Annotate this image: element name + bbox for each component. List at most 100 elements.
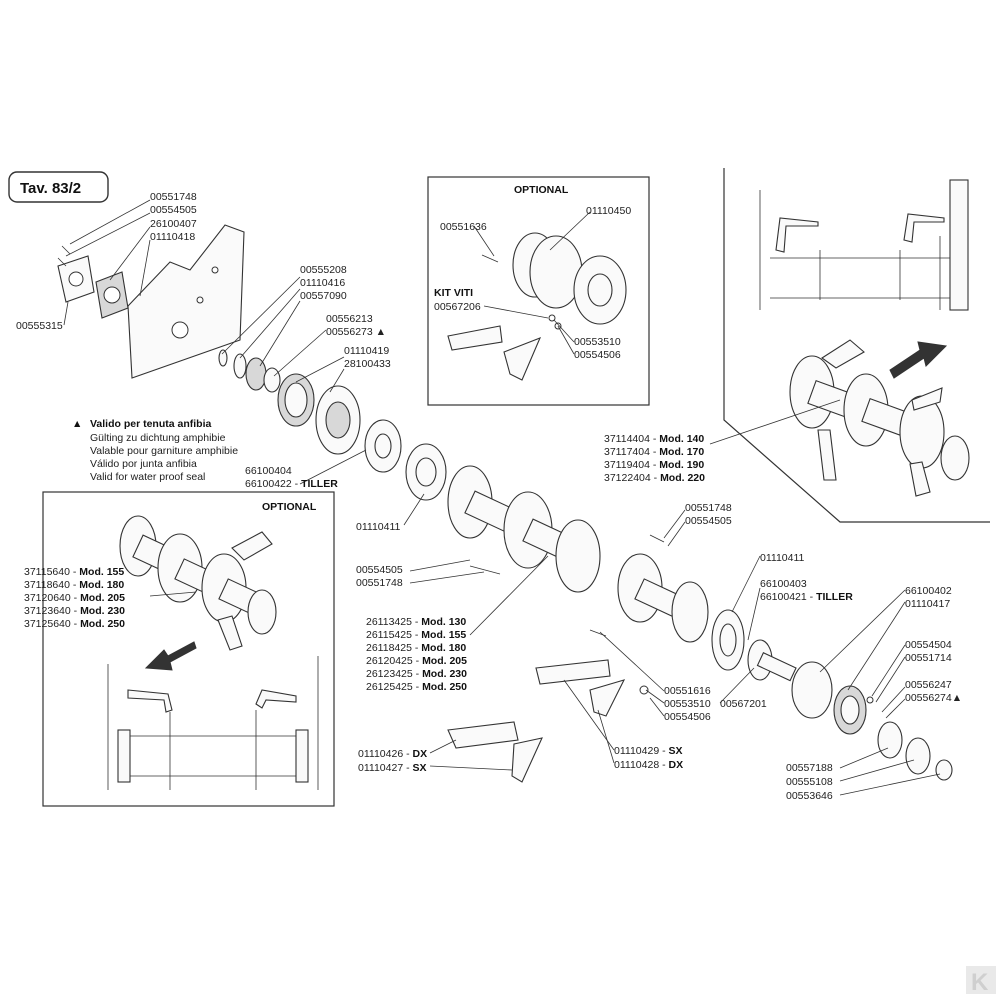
model-name: Mod. 250 — [80, 618, 125, 630]
label-01110416: 01110416 — [300, 277, 345, 289]
table-title-box: Tav. 83/2 — [8, 171, 109, 203]
label-01110428: 01110428 - DX — [614, 759, 683, 771]
label-01110429: 01110429 - SX — [614, 745, 683, 757]
model-row: 37114404 - Mod. 140 — [604, 433, 704, 445]
label-01110450: 01110450 — [586, 205, 631, 217]
label-00554505-mid: 00554505 — [685, 515, 732, 527]
label-01110419: 01110419 — [344, 345, 389, 357]
label-01110411-left: 01110411 — [356, 521, 401, 533]
model-name: Mod. 140 — [659, 433, 704, 445]
legend-triangle-icon: ▲ — [72, 418, 82, 430]
model-name: Mod. 250 — [422, 681, 467, 693]
model-code: 37117404 — [604, 446, 650, 458]
label-00551748-center: 00551748 — [356, 577, 403, 589]
label-00555208: 00555208 — [300, 264, 347, 276]
label-00556273: 00556273 ▲ — [326, 326, 386, 338]
label-00553646: 00553646 — [786, 790, 833, 802]
model-name: Mod. 230 — [80, 605, 125, 617]
optional-box-top: OPTIONAL — [427, 176, 650, 406]
label-00556247: 00556247 — [905, 679, 952, 691]
label-01110427: 01110427 - SX — [358, 762, 427, 774]
model-row: 26113425 - Mod. 130 — [366, 616, 466, 628]
label-00556274: 00556274▲ — [905, 692, 962, 704]
label-00551748: 00551748 — [150, 191, 197, 203]
model-row: 26123425 - Mod. 230 — [366, 668, 467, 680]
optional-label-top: OPTIONAL — [514, 184, 569, 196]
model-name: Mod. 180 — [79, 579, 124, 591]
model-name: Mod. 205 — [422, 655, 467, 667]
optional-box-left: OPTIONAL — [42, 491, 335, 807]
model-code: 37123640 — [24, 605, 71, 617]
model-row: 37120640 - Mod. 205 — [24, 592, 125, 604]
label-00555108: 00555108 — [786, 776, 833, 788]
model-name: Mod. 130 — [421, 616, 466, 628]
top-right-panel — [723, 168, 990, 523]
label-66100421: 66100421 - TILLER — [760, 591, 853, 603]
label-66100402: 66100402 — [905, 585, 952, 597]
model-row: 37122404 - Mod. 220 — [604, 472, 705, 484]
legend-title: Valido per tenuta anfibia — [90, 418, 212, 430]
model-name: Mod. 180 — [421, 642, 466, 654]
label-00567201: 00567201 — [720, 698, 767, 710]
model-name: Mod. 155 — [421, 629, 466, 641]
central-rotor-assembly — [447, 465, 953, 781]
model-row: 26125425 - Mod. 250 — [366, 681, 467, 693]
model-row: 37119404 - Mod. 190 — [604, 459, 704, 471]
blades — [447, 659, 626, 783]
table-title: Tav. 83/2 — [20, 180, 81, 197]
model-name: Mod. 220 — [660, 472, 705, 484]
legend-line-en: Valid for water proof seal — [90, 471, 205, 483]
model-code: 37125640 — [24, 618, 71, 630]
label-01110411-right: 01110411 — [760, 552, 805, 564]
model-row: 37123640 - Mod. 230 — [24, 605, 125, 617]
legend-line-fr: Valable pour garniture amphibie — [90, 445, 238, 457]
model-code: 26125425 — [366, 681, 413, 693]
model-name: Mod. 205 — [80, 592, 125, 604]
label-01110418: 01110418 — [150, 231, 195, 243]
gearbox-plate — [57, 224, 245, 379]
label-00554504: 00554504 — [905, 639, 952, 651]
model-row: 26118425 - Mod. 180 — [366, 642, 466, 654]
label-00551714: 00551714 — [905, 652, 952, 664]
label-00555315: 00555315 — [16, 320, 63, 332]
label-00553510-top: 00553510 — [574, 336, 621, 348]
label-00557188: 00557188 — [786, 762, 833, 774]
model-row: 37125640 - Mod. 250 — [24, 618, 125, 630]
model-code: 37115640 — [24, 566, 70, 578]
model-row: 37118640 - Mod. 180 — [24, 579, 124, 591]
label-00567206: 00567206 — [434, 301, 481, 313]
label-kit-viti: KIT VITI — [434, 287, 473, 299]
optional-label-left: OPTIONAL — [262, 501, 317, 513]
model-code: 37114404 — [604, 433, 650, 445]
model-name: Mod. 190 — [659, 459, 704, 471]
label-00554505-center: 00554505 — [356, 564, 403, 576]
leader-lines — [63, 199, 941, 796]
model-row: 26120425 - Mod. 205 — [366, 655, 467, 667]
part-labels: 00551748 00554505 26100407 01110418 0055… — [16, 191, 962, 802]
label-00551748-mid: 00551748 — [685, 502, 732, 514]
model-row: 37117404 - Mod. 170 — [604, 446, 704, 458]
label-01110417: 01110417 — [905, 598, 950, 610]
model-code: 26113425 — [366, 616, 412, 628]
model-row: 26115425 - Mod. 155 — [366, 629, 466, 641]
logo-text: K — [971, 969, 989, 996]
label-00557090: 00557090 — [300, 290, 347, 302]
model-row: 37115640 - Mod. 155 — [24, 566, 124, 578]
model-code: 37120640 — [24, 592, 71, 604]
model-name: Mod. 155 — [79, 566, 124, 578]
label-66100404: 66100404 — [245, 465, 292, 477]
label-26100407: 26100407 — [150, 218, 197, 230]
model-code: 37119404 — [604, 459, 650, 471]
model-code: 26118425 — [366, 642, 412, 654]
label-66100422: 66100422 - TILLER — [245, 478, 338, 490]
label-00551636: 00551636 — [440, 221, 487, 233]
model-code: 37118640 — [24, 579, 70, 591]
bearing-set-left — [218, 349, 447, 501]
label-00551616: 00551616 — [664, 685, 711, 697]
brand-logo: K — [966, 966, 996, 996]
legend-line-es: Válido por junta anfibia — [90, 458, 197, 470]
